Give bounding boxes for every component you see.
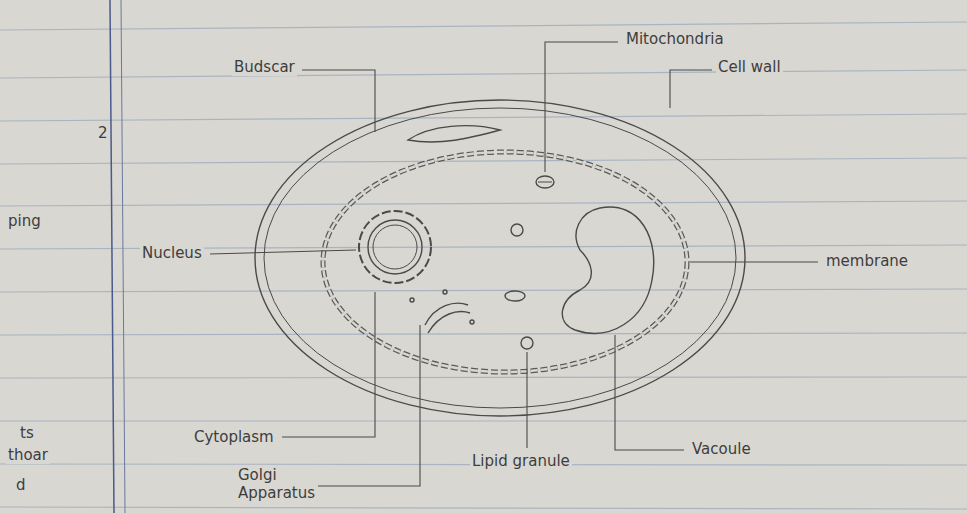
leader-line xyxy=(282,292,375,437)
leader-line xyxy=(302,70,375,132)
leader-line xyxy=(670,70,712,108)
leader-line xyxy=(545,42,618,172)
nucleus xyxy=(368,220,422,274)
crista xyxy=(538,182,552,183)
membrane xyxy=(323,152,687,372)
part-label: Golgi Apparatus xyxy=(236,466,318,502)
golgi-cisterna xyxy=(428,312,470,333)
margin-note: d xyxy=(14,476,28,494)
margin-note: ping xyxy=(6,212,43,230)
part-label: Lipid granule xyxy=(470,452,572,470)
part-label: membrane xyxy=(824,252,910,270)
golgi-vesicle xyxy=(443,290,447,294)
leader-line xyxy=(690,261,818,262)
nucleolus xyxy=(373,225,417,269)
part-label: Nucleus xyxy=(140,244,204,262)
part-label: Budscar xyxy=(232,58,297,76)
margin-note: 2 xyxy=(96,124,110,142)
vacuole xyxy=(562,207,653,333)
leader-line xyxy=(210,250,356,254)
bud-scar xyxy=(408,126,500,142)
leader-line xyxy=(526,352,527,448)
part-label: Cell wall xyxy=(716,58,783,76)
cell-wall-inner xyxy=(264,108,736,408)
membrane-gap xyxy=(323,152,687,372)
mitochondrion xyxy=(536,176,554,188)
part-label: Mitochondria xyxy=(624,30,726,48)
vesicle xyxy=(511,224,523,236)
part-label: Cytoplasm xyxy=(192,428,276,446)
vesicle xyxy=(505,291,525,301)
cell-wall xyxy=(255,100,745,416)
nuclear-envelope xyxy=(359,211,431,283)
golgi-vesicle xyxy=(470,320,474,324)
margin-note: ts xyxy=(18,424,36,442)
leader-line xyxy=(318,325,420,486)
part-label: Vacoule xyxy=(690,440,753,458)
golgi-vesicle xyxy=(410,298,414,302)
golgi-cisterna xyxy=(425,303,468,325)
margin-note: thoar xyxy=(6,446,50,464)
lipid-granule xyxy=(521,337,533,349)
leader-line xyxy=(615,335,684,450)
